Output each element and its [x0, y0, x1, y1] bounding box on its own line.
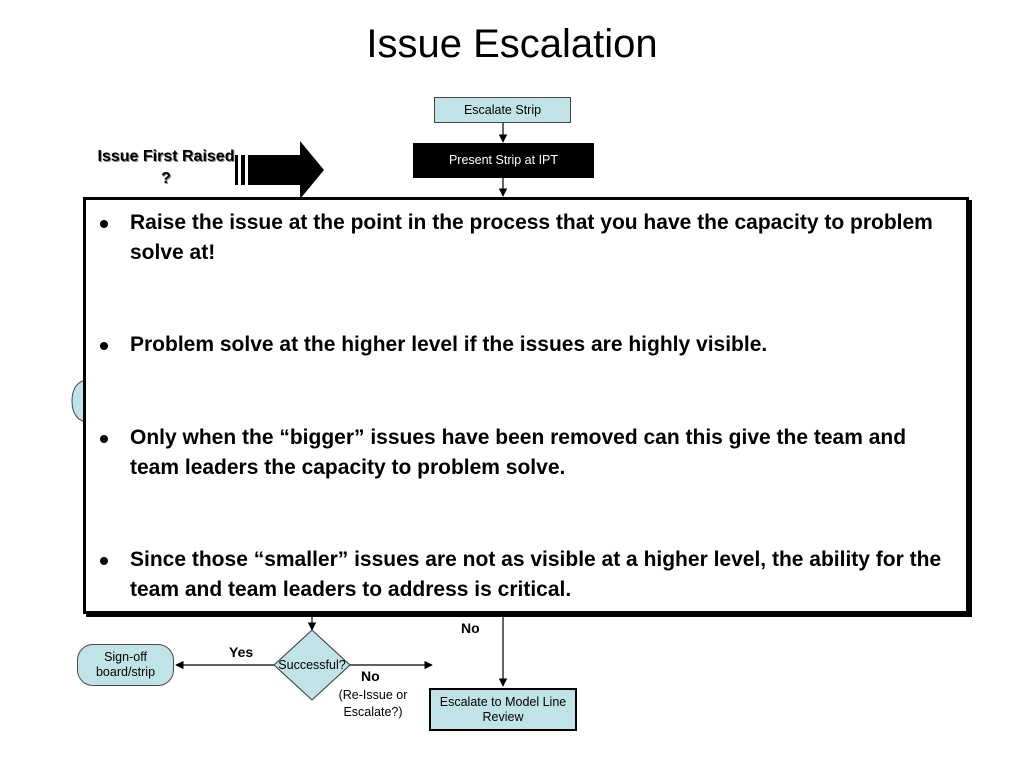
bullet-text: Only when the “bigger” issues have been … [130, 426, 907, 479]
yes-label: Yes [229, 644, 254, 660]
decision-diamond [273, 629, 351, 701]
bullet-text: Since those “smaller” issues are not as … [130, 548, 942, 601]
node-present-strip: Present Strip at IPT [413, 143, 594, 178]
decision-label: Successful? [278, 657, 346, 672]
slide-title: Issue Escalation [366, 22, 658, 66]
block-arrow-icon [235, 141, 324, 199]
no-label-bottom: No [361, 668, 380, 684]
callout-bullet: Problem solve at the higher level if the… [98, 330, 952, 360]
callout-bullet: Raise the issue at the point in the proc… [98, 208, 952, 268]
callout-bullet: Since those “smaller” issues are not as … [98, 545, 952, 605]
bullet-dot-icon [100, 557, 108, 565]
callout-bullet: Only when the “bigger” issues have been … [98, 423, 952, 483]
bullet-dot-icon [100, 342, 108, 350]
node-sign-off: Sign-off board/strip [77, 644, 174, 686]
callout-box: Raise the issue at the point in the proc… [83, 197, 969, 614]
bullet-text: Problem solve at the higher level if the… [130, 333, 768, 356]
bullet-text: Raise the issue at the point in the proc… [130, 211, 933, 264]
bullet-dot-icon [100, 220, 108, 228]
no-label-top: No [461, 620, 480, 636]
callout-bullet-list: Raise the issue at the point in the proc… [86, 200, 966, 605]
node-escalate-strip: Escalate Strip [434, 97, 571, 123]
reissue-label: (Re-Issue or Escalate?) [338, 688, 408, 719]
node-model-line-review: Escalate to Model Line Review [429, 688, 577, 731]
bullet-dot-icon [100, 435, 108, 443]
issue-first-raised-label: Issue First Raised ? [97, 148, 235, 187]
